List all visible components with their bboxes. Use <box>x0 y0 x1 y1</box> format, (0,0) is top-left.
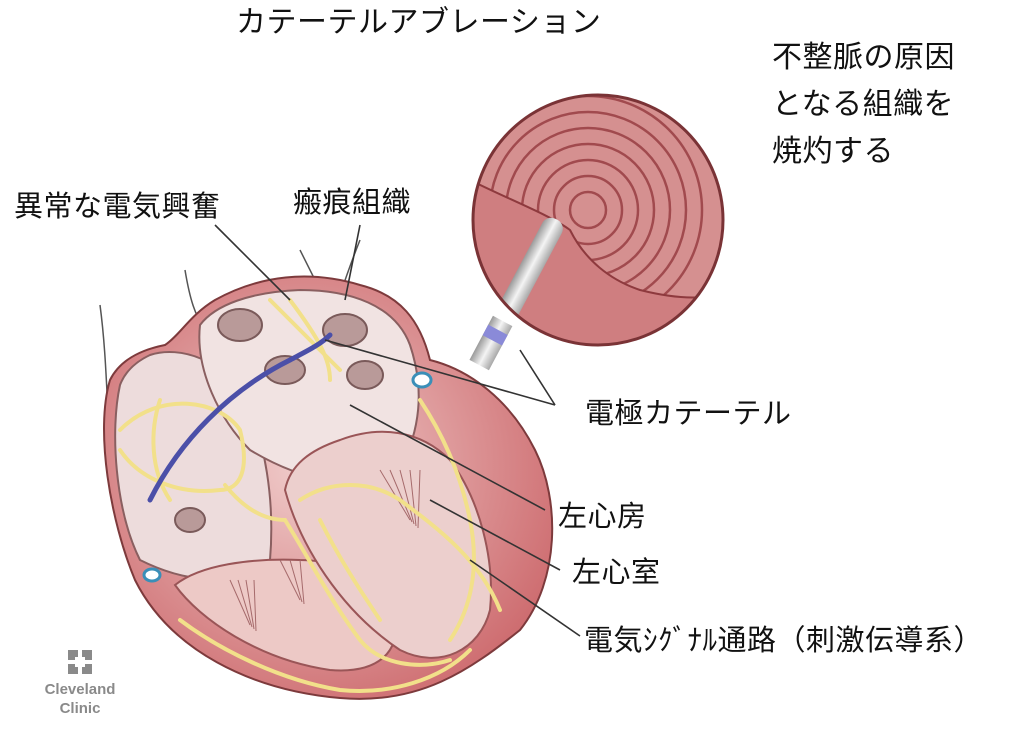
coronary-markers <box>142 371 433 583</box>
label-abnormal-excitation: 異常な電気興奮 <box>14 189 221 223</box>
label-left-ventricle: 左心室 <box>572 555 661 589</box>
left-ventricle <box>283 430 492 659</box>
catheter-shaft <box>469 315 513 371</box>
label-left-atrium: 左心房 <box>558 499 647 533</box>
label-scar-tissue: 瘢痕組織 <box>293 185 412 219</box>
conduction-system <box>118 298 502 693</box>
callout-line-3: 焼灼する <box>772 134 894 169</box>
callout-line-1: 不整脈の原因 <box>772 40 955 75</box>
cleveland-clinic-logo: Cleveland Clinic <box>34 648 126 718</box>
leader-lines <box>214 224 581 637</box>
ablation-callout: 不整脈の原因 となる組織を 焼灼する <box>772 34 955 175</box>
ablation-zoom-view <box>471 93 725 347</box>
logo-text-line1: Cleveland <box>44 681 116 698</box>
label-electrode-catheter: 電極カテーテル <box>585 396 792 430</box>
logo-text-line2: Clinic <box>59 700 101 717</box>
callout-line-2: となる組織を <box>772 87 955 122</box>
electrode-catheter <box>147 332 333 503</box>
label-conduction-system: 電気ｼｸﾞﾅﾙ通路（刺激伝導系） <box>584 623 984 657</box>
diagram-title: カテーテルアブレーション <box>236 5 602 40</box>
vein-openings <box>174 308 384 533</box>
clinic-logo-icon <box>68 650 92 674</box>
